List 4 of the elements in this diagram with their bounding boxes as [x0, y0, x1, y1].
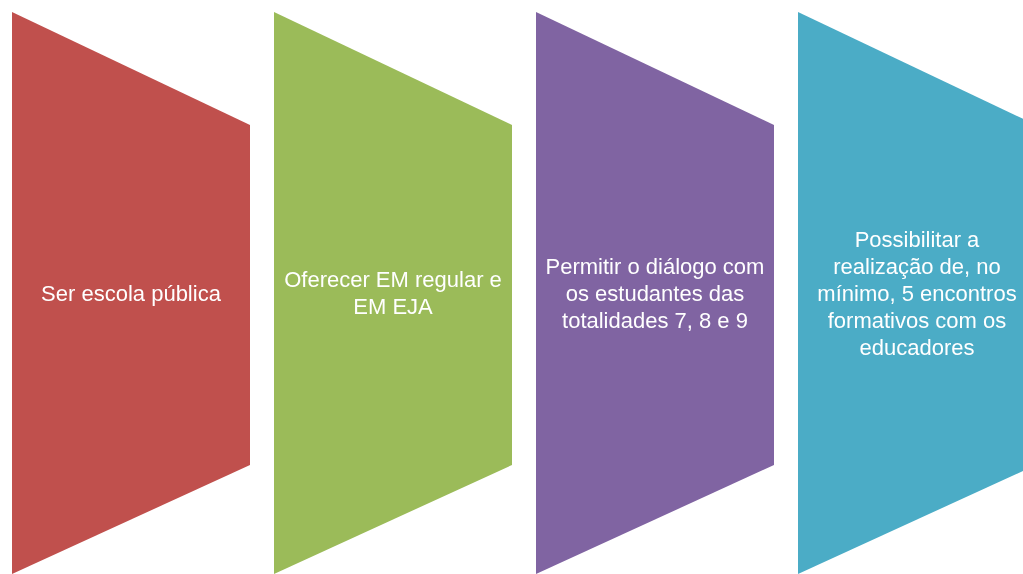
step-text: Oferecer EM regular e EM EJA — [283, 266, 503, 320]
step-text: Permitir o diálogo com os estudantes das totalidades 7, 8 e 9 — [544, 252, 766, 334]
step-text: Ser escola pública — [41, 279, 221, 307]
step-text: Possibilitar a realização de, no mínimo, 5 encontros formativos com os educadores — [816, 225, 1018, 361]
